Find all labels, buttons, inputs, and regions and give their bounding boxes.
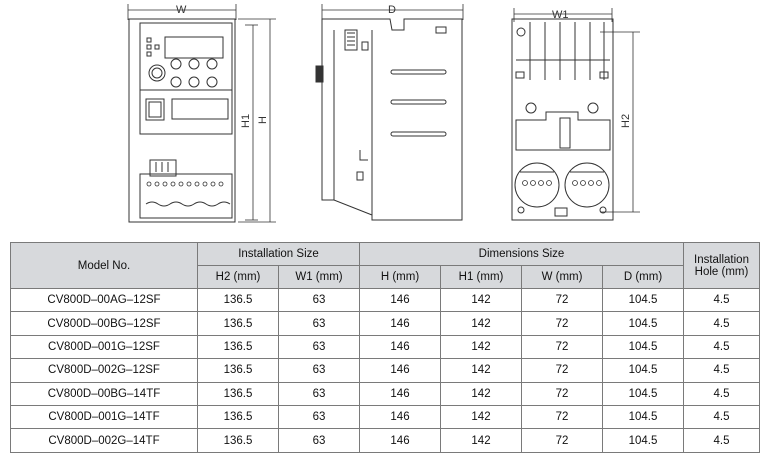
cell-d: 104.5 <box>602 311 684 336</box>
cell-d: 104.5 <box>602 428 684 453</box>
cell-hole: 4.5 <box>683 287 760 313</box>
cell-h1: 142 <box>440 428 522 453</box>
dim-label-w1: W1 <box>552 9 569 21</box>
table-row: CV800D–001G–14TF 136.5 63 146 142 72 104… <box>10 404 760 430</box>
table-row: CV800D–00BG–12SF 136.5 63 146 142 72 104… <box>10 311 760 336</box>
cell-h2: 136.5 <box>197 287 279 313</box>
cell-h2: 136.5 <box>197 358 279 383</box>
header-h1: H1 (mm) <box>440 265 522 289</box>
cell-h: 146 <box>359 311 441 336</box>
front-view <box>127 4 276 223</box>
cell-hole: 4.5 <box>683 404 760 430</box>
cell-h1: 142 <box>440 311 522 336</box>
header-installation-hole: Installation Hole (mm) <box>683 242 760 289</box>
header-w1: W1 (mm) <box>278 265 360 289</box>
cell-model: CV800D–002G–12SF <box>10 358 198 383</box>
cell-h: 146 <box>359 381 441 406</box>
cell-hole: 4.5 <box>683 334 760 360</box>
cell-d: 104.5 <box>602 287 684 313</box>
header-h2: H2 (mm) <box>197 265 279 289</box>
cell-w1: 63 <box>278 404 360 430</box>
cell-model: CV800D–002G–14TF <box>10 428 198 453</box>
cell-h: 146 <box>359 428 441 453</box>
table-row: CV800D–00AG–12SF 136.5 63 146 142 72 104… <box>10 287 760 313</box>
cell-h: 146 <box>359 334 441 360</box>
cell-model: CV800D–00BG–12SF <box>10 311 198 336</box>
cell-hole: 4.5 <box>683 311 760 336</box>
header-w: W (mm) <box>521 265 603 289</box>
table-row: CV800D–002G–12SF 136.5 63 146 142 72 104… <box>10 358 760 383</box>
table-row: CV800D–002G–14TF 136.5 63 146 142 72 104… <box>10 428 760 453</box>
cell-hole: 4.5 <box>683 428 760 453</box>
cell-h2: 136.5 <box>197 428 279 453</box>
cell-model: CV800D–001G–14TF <box>10 404 198 430</box>
header-dimensions-size: Dimensions Size <box>359 242 684 266</box>
cell-w: 72 <box>521 311 603 336</box>
dim-label-h1: H1 <box>240 114 252 128</box>
header-model: Model No. <box>10 242 198 289</box>
cell-w1: 63 <box>278 358 360 383</box>
cell-hole: 4.5 <box>683 381 760 406</box>
table-row: CV800D–00BG–14TF 136.5 63 146 142 72 104… <box>10 381 760 406</box>
cell-model: CV800D–00AG–12SF <box>10 287 198 313</box>
cell-h1: 142 <box>440 381 522 406</box>
cell-h1: 142 <box>440 334 522 360</box>
cell-w1: 63 <box>278 428 360 453</box>
cell-model: CV800D–001G–12SF <box>10 334 198 360</box>
cell-h: 146 <box>359 358 441 383</box>
dim-label-h2: H2 <box>620 114 632 128</box>
cell-d: 104.5 <box>602 381 684 406</box>
cell-h1: 142 <box>440 287 522 313</box>
dim-label-w: W <box>176 4 187 16</box>
cell-h2: 136.5 <box>197 311 279 336</box>
cell-h1: 142 <box>440 358 522 383</box>
header-d: D (mm) <box>602 265 684 289</box>
cell-h2: 136.5 <box>197 404 279 430</box>
cell-w: 72 <box>521 428 603 453</box>
cell-h: 146 <box>359 287 441 313</box>
cell-d: 104.5 <box>602 334 684 360</box>
header-h: H (mm) <box>359 265 441 289</box>
cell-w: 72 <box>521 358 603 383</box>
cell-w: 72 <box>521 381 603 406</box>
cell-w1: 63 <box>278 381 360 406</box>
cell-w: 72 <box>521 334 603 360</box>
spec-table: Model No. Installation Size Dimensions S… <box>10 242 760 453</box>
cell-h1: 142 <box>440 404 522 430</box>
dim-label-h: H <box>257 116 269 124</box>
cell-w1: 63 <box>278 334 360 360</box>
cell-h: 146 <box>359 404 441 430</box>
header-installation-size: Installation Size <box>197 242 360 266</box>
cell-w1: 63 <box>278 287 360 313</box>
dim-label-d: D <box>388 4 396 16</box>
cell-h2: 136.5 <box>197 334 279 360</box>
technical-drawings: W H1 H D W1 H2 <box>127 4 640 223</box>
cell-model: CV800D–00BG–14TF <box>10 381 198 406</box>
cell-w: 72 <box>521 404 603 430</box>
back-view <box>511 8 640 221</box>
cell-d: 104.5 <box>602 404 684 430</box>
side-view <box>315 4 464 221</box>
cell-h2: 136.5 <box>197 381 279 406</box>
cell-hole: 4.5 <box>683 358 760 383</box>
cell-w1: 63 <box>278 311 360 336</box>
cell-d: 104.5 <box>602 358 684 383</box>
cell-w: 72 <box>521 287 603 313</box>
table-row: CV800D–001G–12SF 136.5 63 146 142 72 104… <box>10 334 760 360</box>
